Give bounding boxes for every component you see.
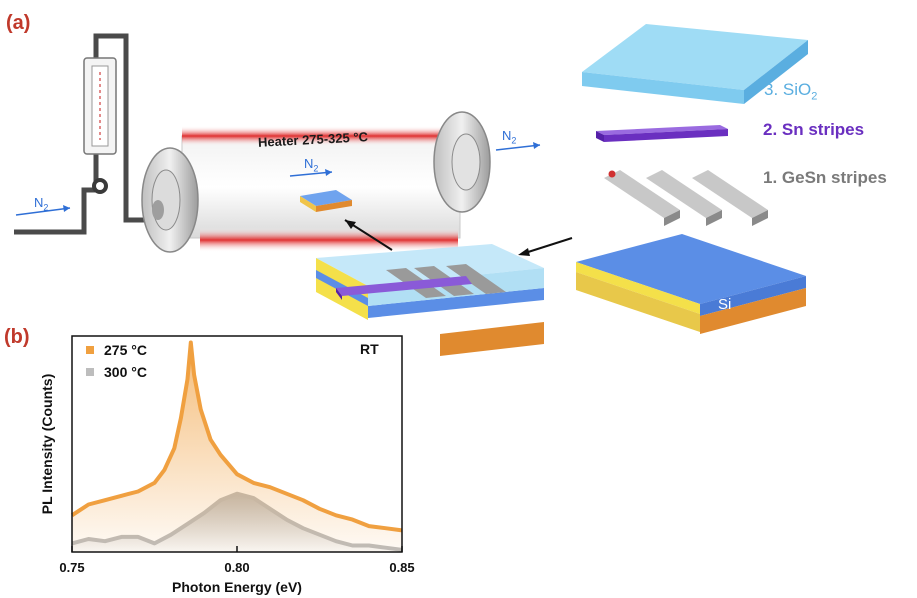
rt-annotation: RT <box>360 341 379 357</box>
n2-inlet-arrow <box>15 205 71 216</box>
zoom-arrow <box>344 219 393 251</box>
gesn-stripes <box>604 170 768 226</box>
panel-b-label: (b) <box>4 326 30 348</box>
x-tick-label-0: 0.75 <box>59 560 84 575</box>
sio2-layer <box>582 24 808 104</box>
pl-spectrum-chart: 0.75 0.80 0.85 Photon Energy (eV) PL Inten… <box>39 335 415 595</box>
furnace-tube <box>181 126 461 252</box>
sn-stripe <box>596 125 728 142</box>
flowmeter <box>83 57 117 194</box>
n2-outlet-arrow <box>495 142 541 151</box>
x-axis-label: Photon Energy (eV) <box>172 579 302 595</box>
n2-outlet-label: N2 <box>502 128 517 146</box>
assembled-sample <box>316 244 544 356</box>
panel-a-label: (a) <box>6 12 31 34</box>
sio2-label: 3. SiO2 <box>764 80 818 103</box>
legend-label-0: 275 °C <box>104 342 147 358</box>
sn-label: 2. Sn stripes <box>763 120 865 139</box>
x-tick-label-1: 0.80 <box>224 560 249 575</box>
y-axis-label: PL Intensity (Counts) <box>39 374 55 515</box>
n2-inlet-label: N2 <box>34 195 49 213</box>
gesn-label: 1. GeSn stripes <box>763 168 887 187</box>
sample-in-tube <box>300 190 352 212</box>
series-area-0 <box>72 342 402 552</box>
heater-bottom-strip <box>200 228 458 252</box>
si-substrate <box>576 234 806 334</box>
assembly-arrow <box>518 237 573 256</box>
tube-left-cap <box>141 147 199 253</box>
si-label: Si <box>718 296 732 313</box>
series-line-0 <box>70 340 403 533</box>
n2-tube-label: N2 <box>304 156 319 174</box>
tube-right-cap <box>433 111 491 213</box>
legend-swatch-0 <box>86 346 94 354</box>
x-tick-label-2: 0.85 <box>389 560 414 575</box>
n2-tube-arrow <box>289 169 333 177</box>
heater-top-strip <box>182 126 460 146</box>
legend-swatch-1 <box>86 368 94 376</box>
legend-label-1: 300 °C <box>104 364 147 380</box>
